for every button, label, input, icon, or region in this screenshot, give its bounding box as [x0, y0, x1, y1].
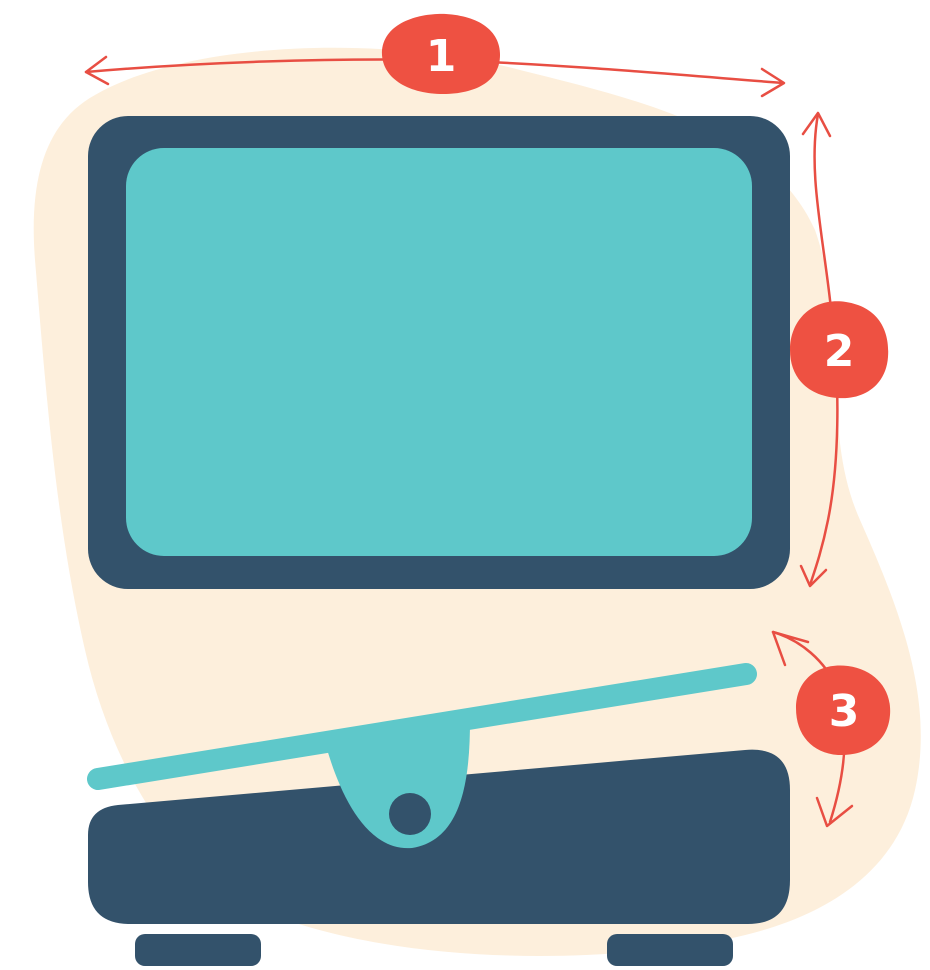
badge-3: 3: [796, 665, 890, 755]
badge-1-label: 1: [426, 31, 457, 82]
base-foot-right: [607, 934, 733, 966]
badge-3-label: 3: [829, 686, 860, 737]
badge-2-label: 2: [824, 326, 855, 377]
monitor-screen: [126, 148, 752, 556]
monitor: [88, 116, 790, 589]
hinge-pivot: [389, 793, 431, 835]
badge-2: 2: [790, 301, 888, 398]
base-foot-left: [135, 934, 261, 966]
badge-1: 1: [382, 14, 500, 94]
